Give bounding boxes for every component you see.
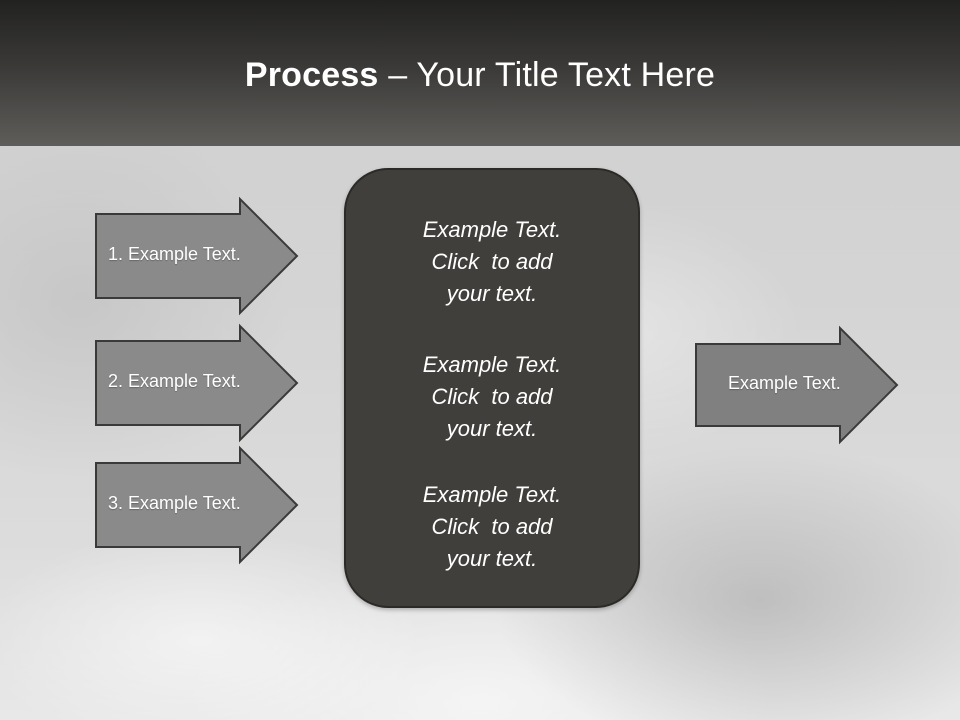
input-arrow-1-label: 1. Example Text. — [108, 244, 241, 264]
input-arrow-3-label: 3. Example Text. — [108, 493, 241, 513]
process-text-block-2[interactable]: Example Text. Click to add your text. — [346, 349, 638, 445]
process-text-line: Example Text. — [422, 352, 562, 377]
input-arrow-2-shape — [95, 323, 299, 443]
output-arrow[interactable]: Example Text. — [695, 325, 899, 445]
process-text-line: Click to add — [431, 249, 553, 274]
process-text-line: your text. — [446, 546, 538, 571]
input-arrow-2-label: 2. Example Text. — [108, 371, 241, 391]
output-arrow-label: Example Text. — [728, 373, 841, 393]
process-text-line: Example Text. — [422, 482, 562, 507]
process-box[interactable]: Example Text. Click to add your text. Ex… — [344, 168, 640, 608]
input-arrow-3[interactable]: 3. Example Text. — [95, 445, 299, 565]
process-text-line: your text. — [446, 416, 538, 441]
input-arrow-3-shape — [95, 445, 299, 565]
process-text-block-3[interactable]: Example Text. Click to add your text. — [346, 479, 638, 575]
input-arrow-2[interactable]: 2. Example Text. — [95, 323, 299, 443]
process-text-line: Click to add — [431, 384, 553, 409]
input-arrow-1-shape — [95, 196, 299, 316]
output-arrow-shape — [695, 325, 899, 445]
title-rest: – Your Title Text Here — [378, 55, 716, 94]
process-text-block-1[interactable]: Example Text. Click to add your text. — [346, 214, 638, 310]
title-bar: Process – Your Title Text Here — [0, 0, 960, 146]
title-bold: Process — [244, 55, 379, 94]
input-arrow-1[interactable]: 1. Example Text. — [95, 196, 299, 316]
process-text-line: Example Text. — [422, 217, 562, 242]
process-text-line: Click to add — [431, 514, 553, 539]
slide-title[interactable]: Process – Your Title Text Here — [245, 56, 715, 95]
process-text-line: your text. — [446, 281, 538, 306]
